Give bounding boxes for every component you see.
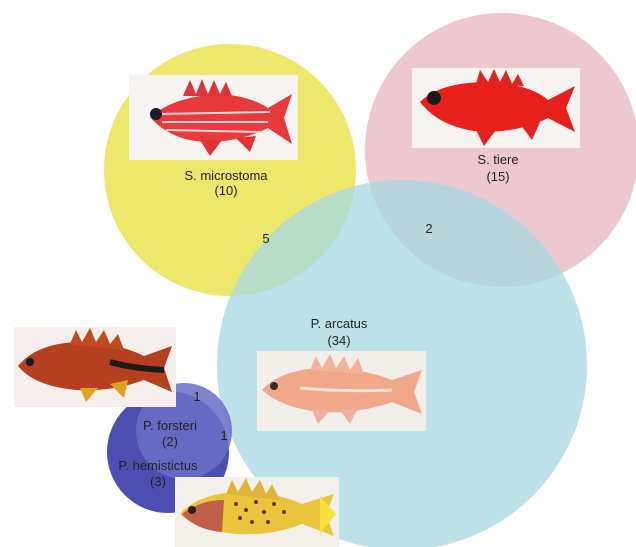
squirrelfish-photo: [129, 75, 298, 160]
set-count-p-hemistictus: (3): [150, 474, 166, 489]
set-count-p-forsteri: (2): [162, 434, 178, 449]
overlap-count-forsteri-upper: 1: [193, 389, 200, 404]
set-name-p-arcatus: P. arcatus: [311, 316, 368, 331]
red-soldierfish-photo: [412, 68, 580, 148]
set-count-s-tiere: (15): [486, 169, 509, 184]
set-name-s-tiere: S. tiere: [477, 152, 518, 167]
set-count-p-arcatus: (34): [327, 333, 350, 348]
set-count-s-microstoma: (10): [214, 183, 237, 198]
spotted-yellow-hawkfish-photo: [175, 477, 339, 547]
set-name-s-microstoma: S. microstoma: [184, 168, 268, 183]
overlap-count-forsteri-right: 1: [220, 428, 227, 443]
hawkfish-photo: [257, 351, 426, 431]
set-name-p-hemistictus: P. hemistictus: [118, 458, 198, 473]
set-name-p-forsteri: P. forsteri: [143, 418, 197, 433]
overlap-count-tiere-arcatus: 2: [425, 221, 432, 236]
overlap-count-microstoma-arcatus: 5: [262, 231, 269, 246]
dark-hawkfish-photo: [14, 327, 176, 407]
